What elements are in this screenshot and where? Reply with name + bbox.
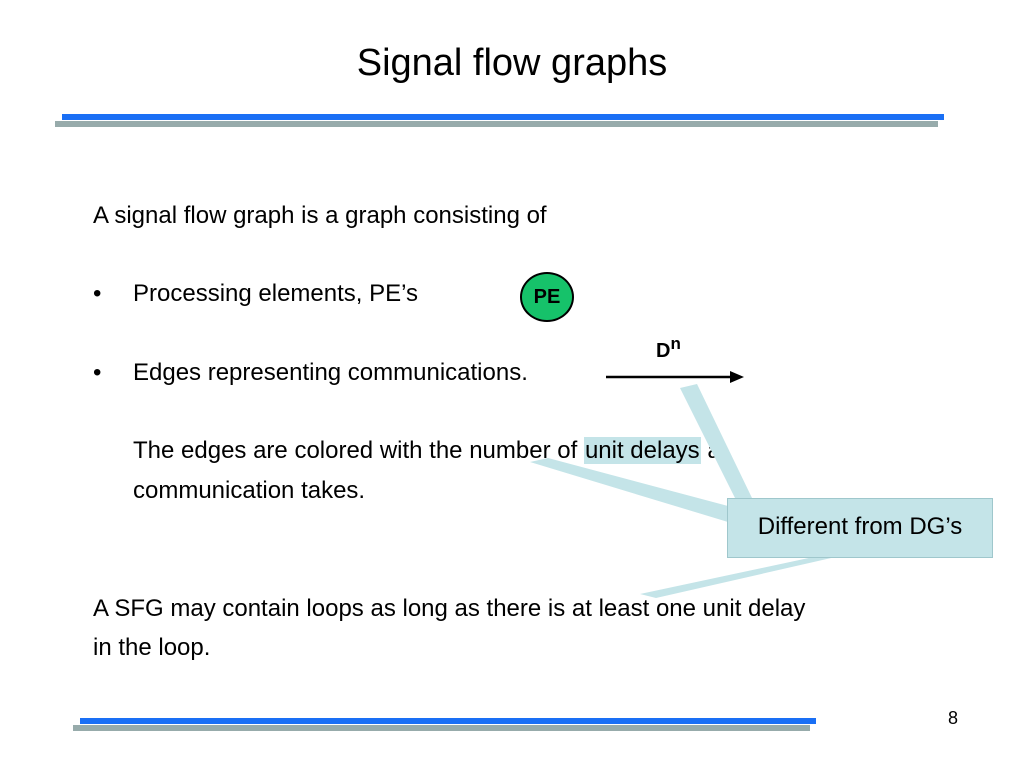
pe-node: PE xyxy=(520,272,574,322)
edge-note-prefix: The edges are colored with the number of xyxy=(133,437,584,464)
bullet-text-2: Edges representing communications. xyxy=(133,359,528,386)
unit-delays-highlight: unit delays xyxy=(583,437,701,464)
edge-label-base: D xyxy=(656,340,671,362)
callout-pointer-loop xyxy=(640,556,840,598)
callout-pointer-highlight xyxy=(530,458,728,522)
top-rule-gray xyxy=(55,121,938,127)
slide-title: Signal flow graphs xyxy=(356,42,668,84)
callout-box: Different from DG’s xyxy=(727,498,993,558)
callout-pointer-edge xyxy=(680,384,752,498)
edge-label-exponent: n xyxy=(670,334,681,353)
loop-note-line2: in the loop. xyxy=(93,634,211,661)
loop-note-line1: A SFG may contain loops as long as there… xyxy=(93,595,806,622)
edge-label: Dn xyxy=(656,334,681,363)
page-number: 8 xyxy=(948,708,959,728)
bottom-rule-gray xyxy=(73,725,810,731)
intro-text: A signal flow graph is a graph consistin… xyxy=(93,202,547,229)
top-rule-blue xyxy=(62,114,944,120)
bottom-rule-blue xyxy=(80,718,816,724)
edge-note-line2: communication takes. xyxy=(133,477,366,504)
edge-arrow-head xyxy=(730,371,744,383)
bullet-marker-2: • xyxy=(93,359,102,386)
bullet-marker-1: • xyxy=(93,280,102,307)
bullet-text-1: Processing elements, PE’s xyxy=(133,280,419,307)
